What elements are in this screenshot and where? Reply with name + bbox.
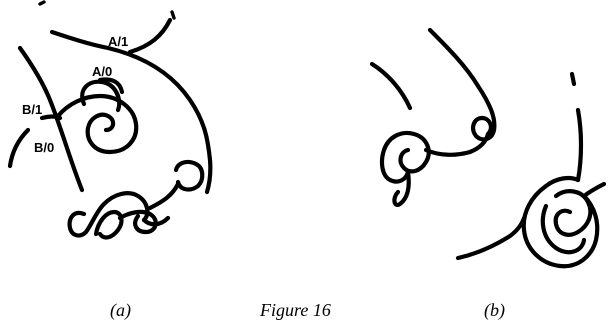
panel-b-knot-diagram [372,30,604,266]
panel-a-knot-diagram: A/1 A/0 B/1 B/0 [10,2,210,237]
panel-b-left-tangle-tail [394,172,408,205]
panel-b-upper-arc [430,30,494,139]
bottom-tangle-middle-loop [96,212,121,237]
caption-figure-title: Figure 16 [260,300,331,321]
label-b1: B/1 [22,102,42,117]
central-spiral [58,96,136,152]
bottom-tangle-connector [150,184,178,208]
arc-b1 [42,117,60,119]
panel-b-right-knot-inner [556,191,591,235]
label-b0: B/0 [34,140,54,155]
caption-b: (b) [484,300,505,321]
label-a0: A/0 [92,64,112,79]
panel-a-top-mark [40,2,44,4]
caption-a: (a) [110,300,131,321]
arc-b0 [10,130,28,166]
bottom-tangle-square-loop [176,162,202,189]
panel-b-right-vertical [572,74,574,84]
panel-b-left-arc [372,64,410,108]
panel-b-right-descending [578,110,581,180]
arc-left-boundary [20,48,82,190]
panel-b-right-tail [584,184,604,196]
panel-b-bottom-tail [458,218,524,258]
label-a1: A/1 [108,34,128,49]
panel-a-top-right-tick [172,12,174,18]
arc-a1-upper-branch [130,20,170,52]
panel-b-left-tangle-upper [384,133,429,171]
